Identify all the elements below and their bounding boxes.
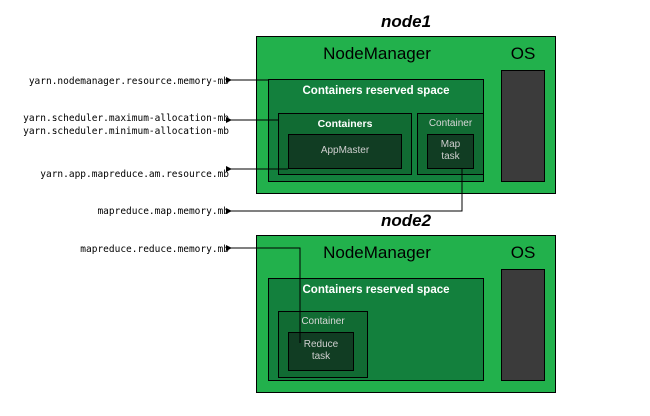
node1-map-task-box — [427, 134, 474, 169]
node2-reduce-task-label: Reduce task — [303, 339, 339, 362]
node2-os-title: OS — [510, 243, 536, 262]
property-label-yarn-scheduler-minimum-allocation-mb: yarn.scheduler.minimum-allocation-mb — [23, 126, 229, 137]
node2-os-memory-block — [501, 269, 545, 381]
node1-nodemanager-title: NodeManager — [323, 44, 431, 63]
node2-caption: node2 — [380, 211, 432, 230]
property-label-mapreduce-map-memory-mb: mapreduce.map.memory.mb — [97, 206, 229, 217]
node1-appmaster-box — [288, 134, 402, 169]
node1-container-label: Container — [428, 118, 473, 129]
node1-os-memory-block — [501, 70, 545, 182]
node1-caption: node1 — [380, 12, 432, 31]
node1-map-task-label: Map task — [440, 139, 461, 162]
node2-nodemanager-title: NodeManager — [323, 243, 431, 262]
node1-containers-label: Containers — [317, 118, 373, 130]
node1-os-title: OS — [510, 44, 536, 63]
node1-containers-reserved-space-label: Containers reserved space — [302, 85, 450, 97]
property-label-yarn-nodemanager-resource-memory-mb: yarn.nodemanager.resource.memory-mb — [28, 76, 229, 87]
property-label-yarn-scheduler-maximum-allocation-mb: yarn.scheduler.maximum-allocation-mb — [23, 113, 229, 124]
property-label-yarn-app-mapreduce-am-resource-mb: yarn.app.mapreduce.am.resource.mb — [40, 169, 229, 180]
node2-containers-reserved-space-label: Containers reserved space — [302, 284, 450, 296]
property-label-mapreduce-reduce-memory-mb: mapreduce.reduce.memory.mb — [80, 244, 229, 255]
node2-container-label: Container — [301, 316, 345, 327]
node1-appmaster-label: AppMaster — [320, 145, 370, 156]
